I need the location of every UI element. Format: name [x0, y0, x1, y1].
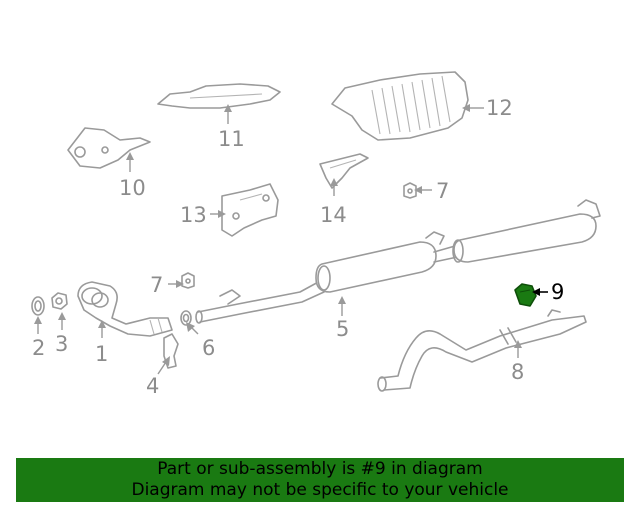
part-11-heat-shield — [157, 83, 281, 109]
part-1-converter — [77, 281, 173, 337]
callout-13: 13 — [180, 203, 207, 227]
callout-2: 2 — [32, 336, 45, 360]
callout-10: 10 — [119, 176, 146, 200]
part-5-center-pipe — [195, 199, 601, 324]
leader-lines — [34, 104, 522, 375]
callout-9: 9 — [551, 280, 564, 304]
part-6-gasket — [180, 310, 192, 326]
callout-12: 12 — [486, 96, 513, 120]
part-7-isolator-upper — [403, 182, 417, 199]
callout-3: 3 — [55, 332, 68, 356]
callout-6: 6 — [202, 336, 215, 360]
part-9-isolator — [514, 283, 537, 307]
callout-14: 14 — [320, 203, 347, 227]
callout-8: 8 — [511, 360, 524, 384]
part-14-hanger — [319, 153, 369, 189]
part-7-isolator-lower — [181, 272, 195, 289]
callout-11: 11 — [218, 127, 245, 151]
part-2-gasket — [31, 296, 45, 316]
callout-7-lower: 7 — [150, 273, 163, 297]
callout-4: 4 — [146, 374, 159, 398]
callout-5: 5 — [336, 317, 349, 341]
part-9-leader — [532, 288, 548, 296]
part-notice-banner: Part or sub-assembly is #9 in diagram Di… — [16, 458, 624, 502]
part-12-heat-shield — [331, 71, 469, 141]
callout-1: 1 — [95, 342, 108, 366]
part-8-tailpipe — [377, 309, 587, 392]
banner-line-2: Diagram may not be specific to your vehi… — [131, 480, 509, 500]
exhaust-parts-diagram: 11 10 12 13 14 7 7 5 2 3 1 6 4 8 9 — [31, 71, 601, 398]
part-13-bracket — [221, 183, 279, 237]
callout-7-upper: 7 — [436, 179, 449, 203]
banner-line-1: Part or sub-assembly is #9 in diagram — [157, 459, 483, 479]
part-3-nut — [51, 292, 68, 310]
part-10-bracket — [67, 127, 151, 169]
